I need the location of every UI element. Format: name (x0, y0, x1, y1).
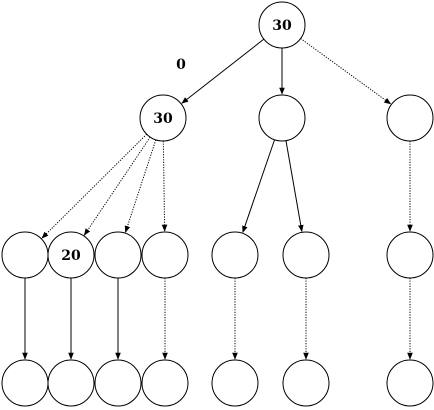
node-circle (258, 94, 306, 142)
edge-a-to-a3 (124, 139, 157, 233)
tree-node-c1x (386, 359, 434, 407)
tree-node-a: 30 (139, 94, 187, 142)
tree-node-a4 (141, 231, 189, 279)
tree-node-a2x (47, 359, 95, 407)
tree-node-b2 (282, 231, 330, 279)
node-value: 30 (272, 18, 292, 34)
tree-node-b1x (211, 359, 259, 407)
node-circle (139, 94, 187, 142)
node-circle (386, 94, 434, 142)
tree-node-b2x (282, 359, 330, 407)
edges-layer (22, 38, 413, 360)
tree-node-a2: 20 (47, 231, 95, 279)
edge-a-to-a1 (41, 133, 148, 239)
edge-label: 0 (176, 57, 186, 73)
node-circle (258, 1, 306, 49)
tree-node-b (258, 94, 306, 142)
node-circle (282, 359, 330, 407)
node-circle (211, 231, 259, 279)
node-circle (141, 359, 189, 407)
tree-node-c1 (386, 231, 434, 279)
node-circle (1, 231, 49, 279)
tree-node-a3x (94, 359, 142, 407)
node-circle (47, 231, 95, 279)
node-circle (94, 359, 142, 407)
node-circle (211, 359, 259, 407)
node-circle (386, 359, 434, 407)
node-value: 20 (61, 248, 81, 264)
node-circle (141, 231, 189, 279)
edge-b-to-b1 (242, 139, 276, 233)
edge-root-to-c (300, 38, 392, 105)
tree-node-a3 (94, 231, 142, 279)
node-circle (1, 359, 49, 407)
tree-node-a4x (141, 359, 189, 407)
node-circle (386, 231, 434, 279)
edge-b-to-b2 (285, 140, 304, 233)
node-circle (282, 231, 330, 279)
tree-node-root: 30 (258, 1, 306, 49)
node-circle (47, 359, 95, 407)
tree-node-c (386, 94, 434, 142)
node-value: 30 (153, 111, 173, 127)
node-circle (94, 231, 142, 279)
tree-node-b1 (211, 231, 259, 279)
tree-node-a1x (1, 359, 49, 407)
tree-node-a1 (1, 231, 49, 279)
edge-root-to-a (181, 38, 265, 104)
edge-a-to-a4 (161, 140, 168, 232)
